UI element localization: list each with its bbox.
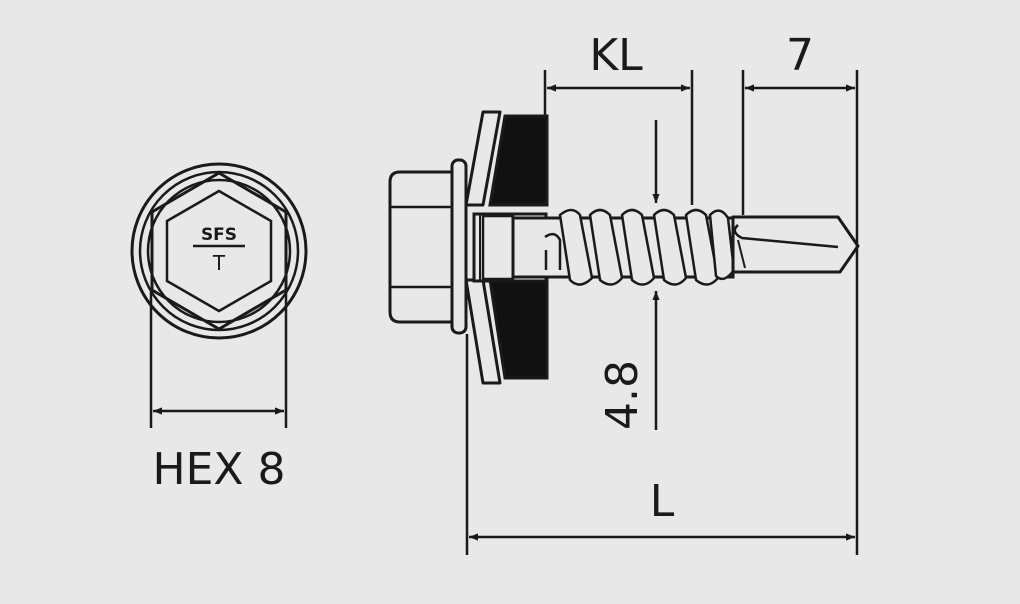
drill-point — [731, 215, 860, 274]
hex-head-side — [388, 170, 454, 324]
logo-bottom-text: T — [212, 251, 226, 275]
washer-outer-circle — [130, 162, 308, 340]
logo-top-text: SFS — [201, 225, 237, 245]
thread-crests — [558, 208, 736, 286]
hex-outline — [150, 171, 288, 331]
sfs-logo: SFS T — [193, 225, 245, 275]
hex-dimension — [149, 292, 288, 428]
hex-label: HEX 8 — [152, 444, 285, 495]
head-flange — [450, 158, 468, 335]
head-end-view — [130, 162, 308, 340]
length-dimension — [465, 334, 855, 555]
washer-seal-bottom — [488, 278, 549, 380]
hex-chamfer-circle — [146, 178, 292, 324]
diameter-label: 4.8 — [597, 360, 648, 430]
washer-seal-top — [488, 114, 549, 207]
kl-label: KL — [589, 30, 643, 81]
kl-dimension — [543, 70, 694, 205]
washer-metal-top — [464, 110, 502, 207]
hex-inner-face — [165, 189, 273, 313]
drill-point-dimension — [741, 70, 859, 555]
length-label: L — [650, 476, 675, 527]
screw-side-view — [388, 110, 860, 385]
drill-point-label: 7 — [786, 30, 814, 81]
